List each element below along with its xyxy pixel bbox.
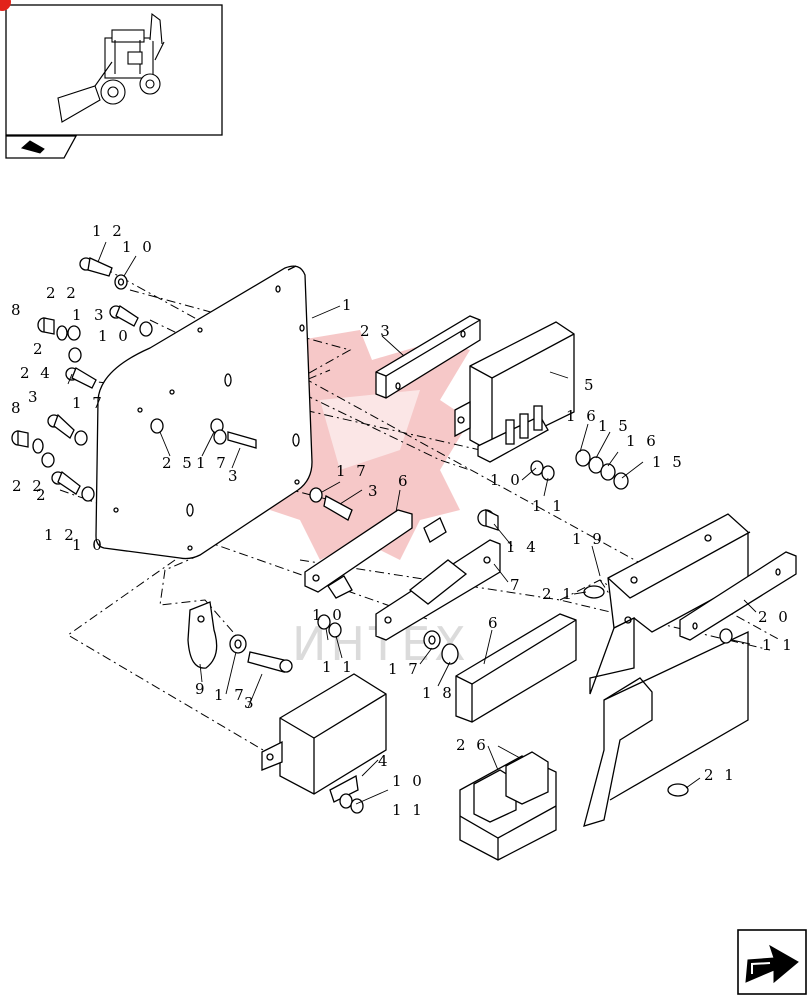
plug-item-8-lower <box>11 430 29 448</box>
callout-label: 2 1 <box>704 766 737 784</box>
bolt-item-3 <box>109 305 139 327</box>
right-nuts[interactable] <box>530 449 629 490</box>
callout-label: 1 1 <box>532 497 565 515</box>
callout-label: 1 7 <box>196 454 229 472</box>
callout-label: 4 <box>378 752 391 770</box>
next-page-button[interactable] <box>737 929 807 995</box>
bar-item-23[interactable] <box>375 315 481 399</box>
callout-label: 1 <box>72 306 85 324</box>
callout-label: 1 7 <box>388 660 421 678</box>
callout-label: 2 3 <box>360 322 393 340</box>
callout-label: 1 0 <box>490 471 523 489</box>
callout-label: 2 5 <box>162 454 195 472</box>
callout-label: 1 4 <box>506 538 539 556</box>
mounting-plate[interactable] <box>95 265 313 560</box>
callout-label: 6 <box>488 614 501 632</box>
callout-labels: 1 2 1 0 2 2 8 1 3 1 0 2 2 4 8 3 1 7 2 2 … <box>11 222 795 819</box>
callout-label: 1 7 <box>72 394 105 412</box>
callout-label: 1 2 <box>92 222 125 240</box>
bolt-item-3-lower <box>47 413 75 439</box>
leader-lines <box>67 241 757 805</box>
callout-label: 1 2 <box>44 526 77 544</box>
callout-label: 2 4 <box>20 364 53 382</box>
bracket-item-19[interactable] <box>583 513 751 827</box>
callout-label: 1 6 <box>566 407 599 425</box>
callout-label: 3 <box>244 694 257 712</box>
callout-label: 8 <box>11 301 24 319</box>
callout-label: 3 <box>94 306 107 324</box>
plug-item-8 <box>37 317 55 335</box>
left-fasteners[interactable] <box>11 257 257 502</box>
callout-label: 1 0 <box>122 238 155 256</box>
orientation-arrow-icon <box>20 140 45 154</box>
callout-label: 1 0 <box>392 772 425 790</box>
callout-label: 5 <box>584 376 597 394</box>
callout-label: 2 2 <box>46 284 79 302</box>
bolt-item-12 <box>79 257 113 277</box>
callout-label: 1 5 <box>652 453 685 471</box>
clamp-item-9[interactable] <box>187 601 218 669</box>
callout-label: 1 0 <box>312 606 345 624</box>
module-item-4[interactable] <box>261 673 387 814</box>
bar-item-20[interactable] <box>679 551 797 641</box>
washer-item-10 <box>114 274 128 290</box>
callout-label: 2 <box>36 486 49 504</box>
washers-17-18[interactable] <box>317 614 459 665</box>
callout-label: 1 9 <box>572 530 605 548</box>
callout-label: 1 0 <box>98 327 131 345</box>
callout-label: 1 1 <box>392 801 425 819</box>
callout-label: 1 6 <box>626 432 659 450</box>
callout-label: 1 7 <box>336 462 369 480</box>
callout-label: 2 <box>33 340 46 358</box>
callout-label: 2 1 <box>542 585 575 603</box>
callout-label: 1 1 <box>762 636 795 654</box>
callout-label: 2 6 <box>456 736 489 754</box>
callout-label: 2 2 <box>12 477 45 495</box>
busbar-item-6[interactable] <box>304 509 447 599</box>
relay-block-item-5[interactable] <box>454 321 575 463</box>
callout-label: 3 <box>368 482 381 500</box>
callout-label: 1 0 <box>72 536 105 554</box>
callout-label: 9 <box>195 680 208 698</box>
bolt-item-12-lower <box>51 470 81 495</box>
callout-label: 1 <box>342 296 355 314</box>
callout-label: 7 <box>510 576 523 594</box>
machine-thumbnail[interactable] <box>0 0 223 159</box>
washer-bolt-17-3[interactable] <box>309 487 353 521</box>
pin-item-14[interactable] <box>477 508 499 531</box>
callout-label: 3 <box>28 388 41 406</box>
nut-item-11[interactable] <box>719 628 733 644</box>
callout-label: 1 8 <box>422 684 455 702</box>
next-arrow-icon <box>745 944 799 984</box>
cover-item-16[interactable] <box>455 613 577 723</box>
washer-bolt-17-3-lower[interactable] <box>229 634 293 673</box>
callout-label: 1 7 <box>214 686 247 704</box>
callout-label: 3 <box>228 467 241 485</box>
callout-label: 1 1 <box>322 658 355 676</box>
callout-label: 1 5 <box>598 417 631 435</box>
callout-label: 2 0 <box>758 608 791 626</box>
backhoe-loader-icon <box>57 12 165 123</box>
callout-label: 6 <box>398 472 411 490</box>
relay-item-26[interactable] <box>459 751 557 861</box>
callout-label: 8 <box>11 399 24 417</box>
